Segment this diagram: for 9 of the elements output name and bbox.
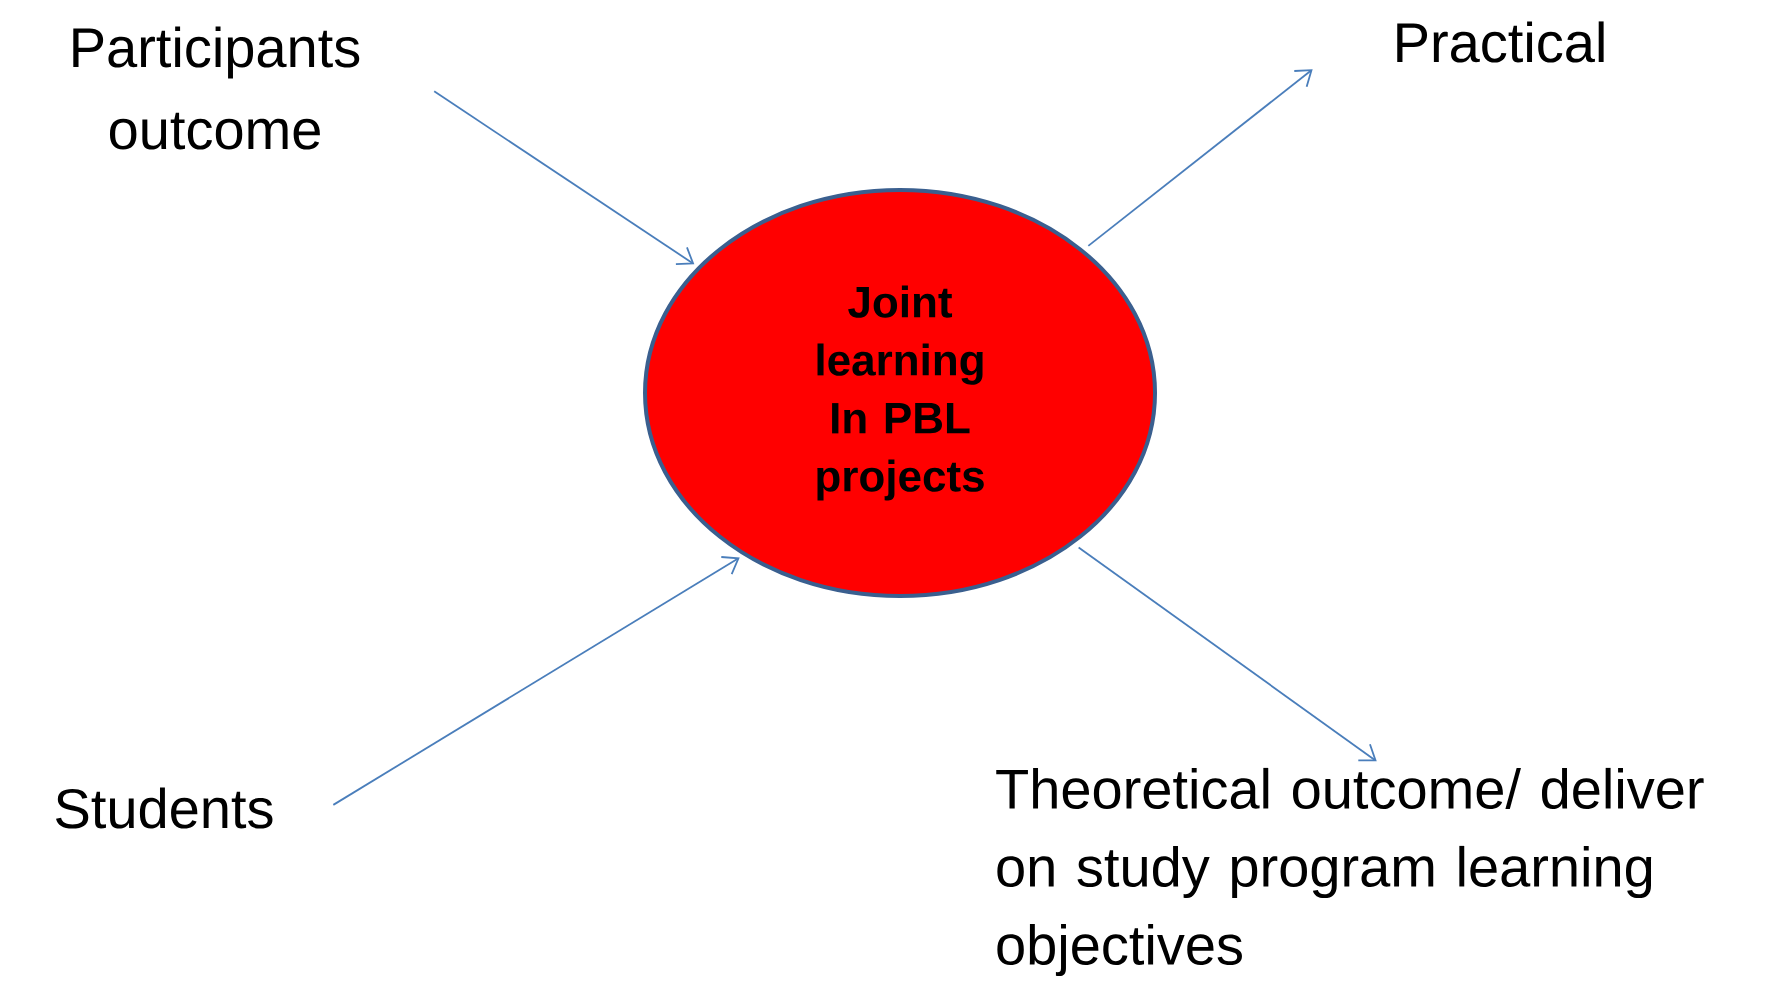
arrow	[1087, 69, 1313, 247]
node-label: Participants outcome	[73, 26, 360, 150]
arrow	[433, 90, 695, 265]
arrow	[1077, 546, 1377, 762]
ellipse-node: Joint learning In PBL projects	[643, 188, 1157, 598]
node-label: Practical	[1397, 21, 1604, 63]
arrow	[332, 556, 740, 806]
node-label: Students	[56, 787, 273, 829]
node-label: Theoretical outcome/ deliver on study program learning objectives	[996, 767, 1704, 977]
